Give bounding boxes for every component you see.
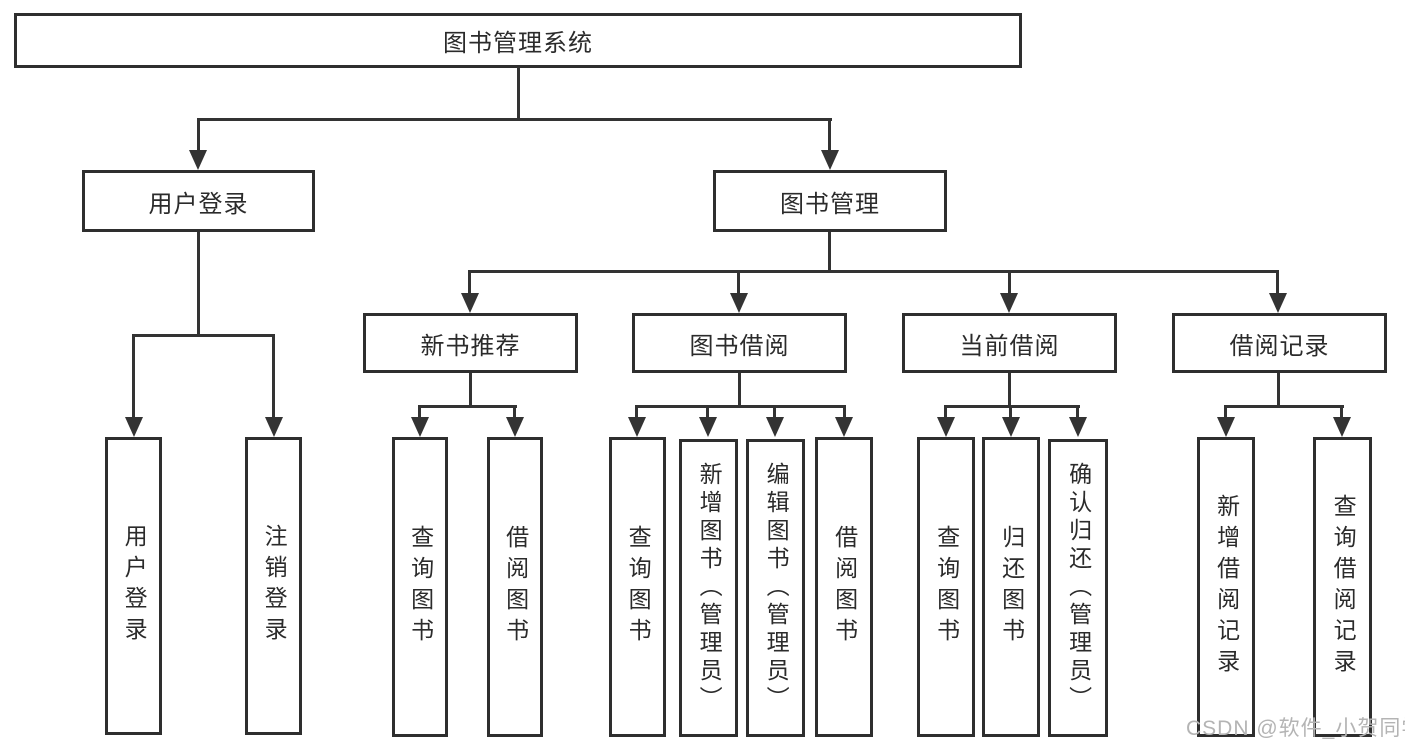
arrow-down-icon (125, 417, 143, 437)
node-user-login-label: 用户登录 (148, 190, 249, 218)
leaf-current-return-books: 归还图书 (982, 437, 1040, 737)
leaf-user-login: 用户登录 (105, 437, 162, 735)
leaf-borrow-edit-books-admin: 编辑图书（管理员） (746, 439, 805, 737)
connector-line (944, 405, 1080, 408)
leaf-current-query-books-label: 查询图书 (933, 525, 960, 649)
node-borrow-record-label: 借阅记录 (1229, 332, 1330, 360)
connector-line (773, 405, 776, 421)
leaf-record-add-record-label: 新增借阅记录 (1213, 494, 1240, 680)
leaf-borrow-borrow-books-label: 借阅图书 (831, 525, 858, 649)
connector-line (132, 334, 135, 420)
leaf-newrec-borrow-books-label: 借阅图书 (502, 525, 529, 649)
arrow-down-icon (730, 293, 748, 313)
connector-line (197, 118, 832, 121)
node-book-mgmt: 图书管理 (713, 170, 947, 232)
arrow-down-icon (628, 417, 646, 437)
connector-line (1009, 405, 1012, 421)
node-new-book-rec-label: 新书推荐 (420, 332, 521, 360)
connector-line (468, 270, 1279, 273)
arrow-down-icon (1217, 417, 1235, 437)
connector-line (1340, 405, 1343, 421)
node-root-system-label: 图书管理系统 (443, 30, 593, 57)
leaf-current-return-books-label: 归还图书 (998, 525, 1025, 649)
connector-line (1076, 405, 1079, 421)
connector-line (635, 405, 846, 408)
arrow-down-icon (265, 417, 283, 437)
connector-line (1224, 405, 1227, 421)
leaf-borrow-query-books-label: 查询图书 (625, 525, 652, 649)
node-book-mgmt-label: 图书管理 (780, 190, 880, 218)
arrow-down-icon (821, 150, 839, 170)
arrow-down-icon (1000, 293, 1018, 313)
connector-line (418, 405, 517, 408)
connector-line (272, 334, 275, 420)
connector-line (706, 405, 709, 421)
leaf-borrow-query-books: 查询图书 (609, 437, 666, 737)
node-new-book-rec: 新书推荐 (363, 313, 578, 373)
leaf-record-query-record-label: 查询借阅记录 (1330, 494, 1357, 680)
connector-line (1008, 373, 1011, 408)
connector-line (828, 118, 831, 154)
leaf-borrow-borrow-books: 借阅图书 (815, 437, 873, 737)
connector-line (418, 405, 421, 421)
connector-line (828, 232, 831, 273)
arrow-down-icon (411, 417, 429, 437)
connector-line (468, 270, 471, 296)
arrow-down-icon (461, 293, 479, 313)
arrow-down-icon (189, 150, 207, 170)
arrow-down-icon (699, 417, 717, 437)
arrow-down-icon (1002, 417, 1020, 437)
arrow-down-icon (1069, 417, 1087, 437)
connector-line (197, 118, 200, 154)
leaf-logout: 注销登录 (245, 437, 302, 735)
leaf-newrec-query-books: 查询图书 (392, 437, 448, 737)
connector-line (197, 232, 200, 337)
connector-line (1277, 373, 1280, 408)
connector-line (738, 373, 741, 408)
arrow-down-icon (1269, 293, 1287, 313)
arrow-down-icon (835, 417, 853, 437)
connector-line (513, 405, 516, 421)
leaf-user-login-label: 用户登录 (121, 524, 148, 648)
connector-line (517, 67, 520, 118)
connector-line (843, 405, 846, 421)
connector-line (737, 270, 740, 296)
arrow-down-icon (766, 417, 784, 437)
connector-line (469, 373, 472, 408)
leaf-record-add-record: 新增借阅记录 (1197, 437, 1255, 737)
leaf-current-confirm-return-admin: 确认归还（管理员） (1048, 439, 1108, 737)
arrow-down-icon (506, 417, 524, 437)
leaf-borrow-add-books-admin-label: 新增图书（管理员） (696, 462, 723, 714)
leaf-borrow-add-books-admin: 新增图书（管理员） (679, 439, 738, 737)
connector-line (1008, 270, 1011, 296)
arrow-down-icon (1333, 417, 1351, 437)
node-borrow-record: 借阅记录 (1172, 313, 1387, 373)
leaf-newrec-borrow-books: 借阅图书 (487, 437, 543, 737)
connector-line (635, 405, 638, 421)
node-user-login: 用户登录 (82, 170, 315, 232)
arrow-down-icon (937, 417, 955, 437)
node-current-borrow-label: 当前借阅 (959, 332, 1060, 360)
connector-line (132, 334, 275, 337)
connector-line (1224, 405, 1344, 408)
node-book-borrow-label: 图书借阅 (689, 332, 790, 360)
csdn-watermark: CSDN @软件_小贺同学 (1186, 717, 1405, 740)
leaf-newrec-query-books-label: 查询图书 (407, 525, 434, 649)
leaf-logout-label: 注销登录 (261, 524, 288, 648)
connector-line (1276, 270, 1279, 296)
leaf-current-confirm-return-admin-label: 确认归还（管理员） (1065, 462, 1092, 714)
leaf-current-query-books: 查询图书 (917, 437, 975, 737)
node-root-system: 图书管理系统 (14, 13, 1022, 68)
connector-line (944, 405, 947, 421)
node-book-borrow: 图书借阅 (632, 313, 847, 373)
leaf-record-query-record: 查询借阅记录 (1313, 437, 1372, 737)
leaf-borrow-edit-books-admin-label: 编辑图书（管理员） (763, 462, 790, 714)
node-current-borrow: 当前借阅 (902, 313, 1117, 373)
